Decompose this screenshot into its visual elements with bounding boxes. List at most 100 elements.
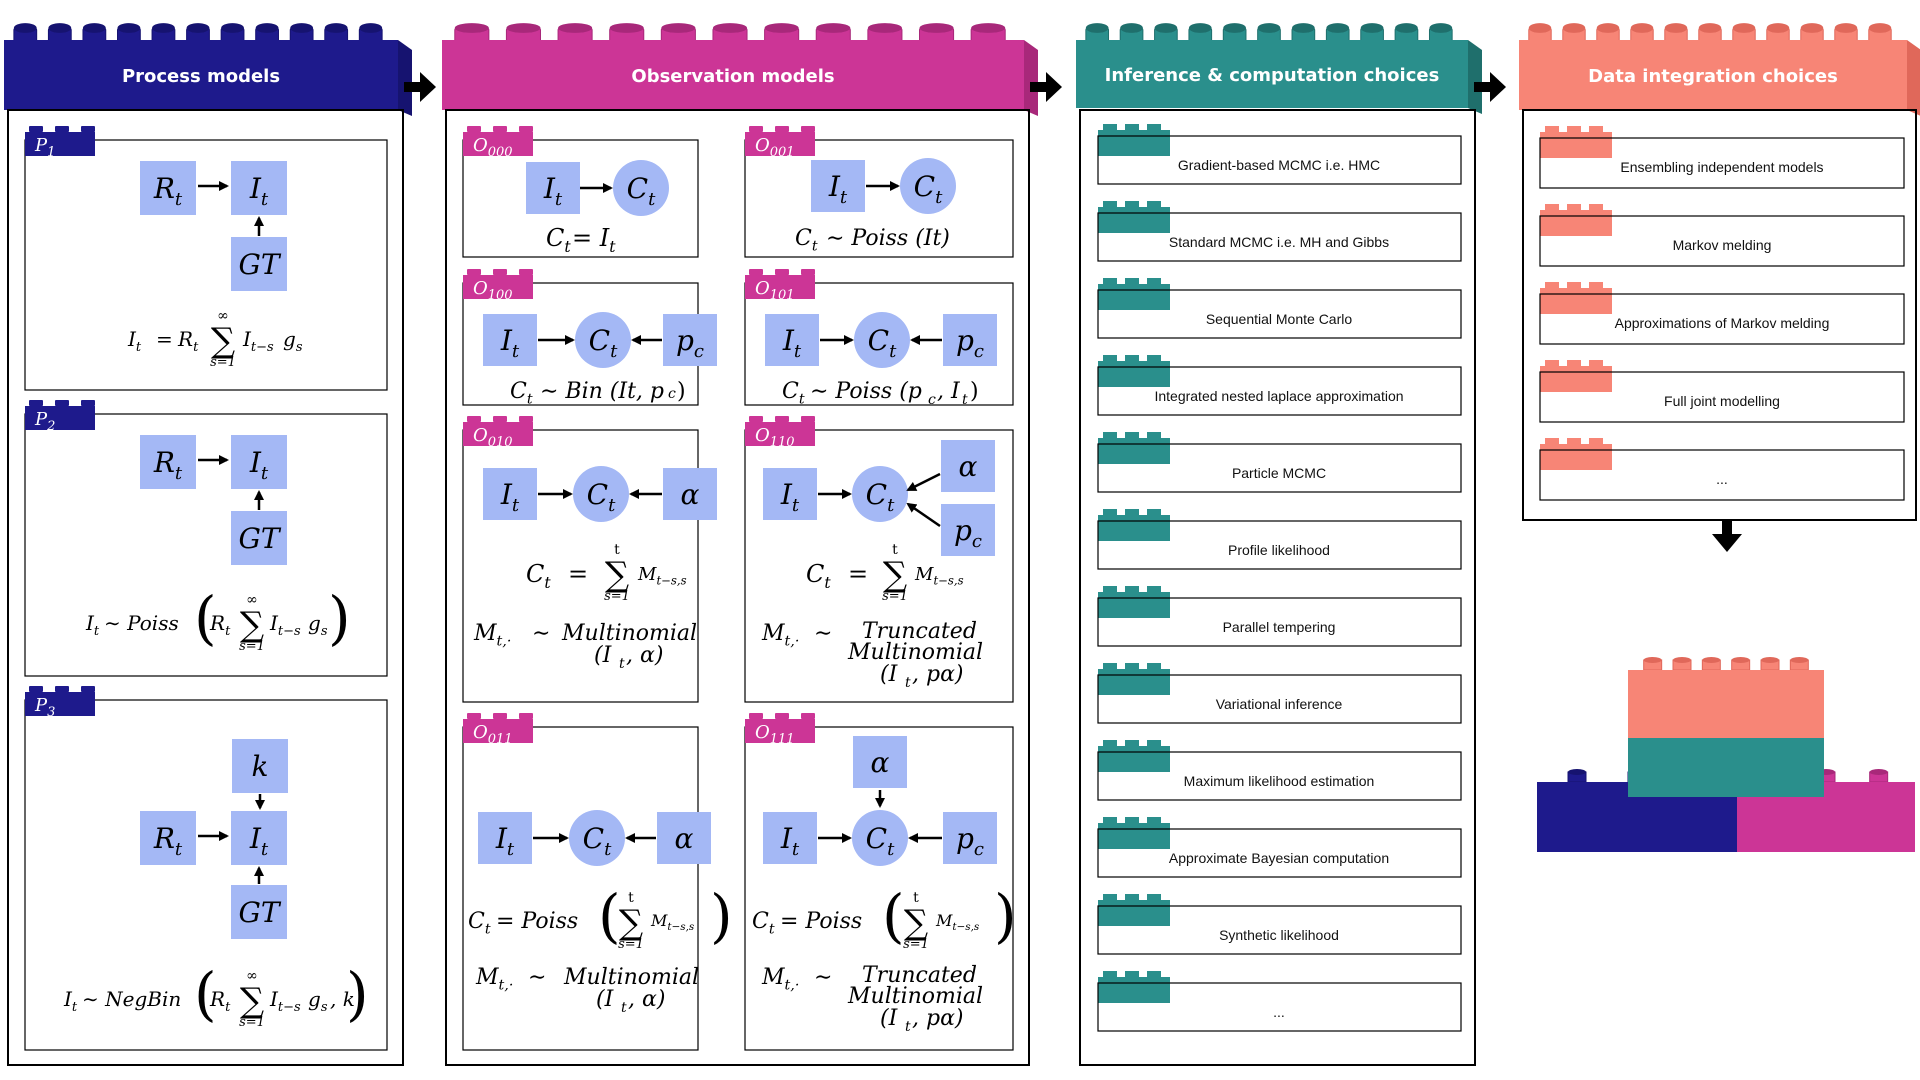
- sum-upper: t: [913, 890, 919, 906]
- node-pc: [943, 314, 997, 366]
- sum-upper: t: [892, 542, 898, 558]
- observation-model-001: O001: [744, 126, 1014, 258]
- lego-stud-top: [1528, 23, 1552, 33]
- lego-stud: [1125, 509, 1139, 515]
- lego-stud: [1147, 586, 1161, 592]
- equation-params: (I: [880, 662, 899, 687]
- equation-rt: Rt: [177, 327, 199, 355]
- lego-stud: [467, 713, 481, 719]
- process-model-3: P3: [24, 686, 388, 1051]
- equation-rhs: ∼ Poiss (p: [810, 379, 922, 404]
- equation-rhs: = It: [572, 224, 616, 256]
- inference-item-label: Integrated nested laplace approximation: [1154, 388, 1403, 404]
- process-model-box: [24, 139, 388, 391]
- equation-m: Mt−s,s: [935, 911, 979, 933]
- lego-stud: [1589, 438, 1603, 444]
- equation-it: , I: [937, 379, 961, 404]
- inference-item: Variational inference: [1097, 663, 1462, 724]
- observation-model-tag: [745, 422, 815, 446]
- sum-upper: ∞: [217, 308, 229, 324]
- lego-stud-top: [1868, 23, 1892, 33]
- lego-stud: [1103, 355, 1117, 361]
- inference-item-label: Maximum likelihood estimation: [1184, 773, 1375, 789]
- lego-stud: [493, 416, 507, 422]
- sum-lower: s=1: [604, 589, 630, 604]
- lego-stud: [1545, 360, 1559, 366]
- node-rt-label: Rt: [153, 172, 183, 210]
- lego-stud: [55, 400, 69, 406]
- paren-right: ): [346, 960, 369, 1028]
- equation-tilde: ∼: [532, 621, 550, 646]
- lego-stud-top: [1790, 657, 1809, 663]
- process-model-tag-label: P2: [34, 409, 55, 434]
- lego-stud: [775, 269, 789, 275]
- stack-inference-brick-body: [1628, 735, 1824, 797]
- node-it-label: It: [828, 170, 848, 208]
- lego-stud: [467, 126, 481, 132]
- lego-stud: [1103, 740, 1117, 746]
- equation-c: Ct: [795, 226, 818, 255]
- equation-c: Ct: [510, 379, 533, 408]
- lego-stud: [1125, 586, 1139, 592]
- lego-stud-top: [1869, 769, 1888, 775]
- integration-header-brick-side: [1907, 40, 1920, 116]
- equation-tilde: ∼: [814, 965, 832, 990]
- lego-stud: [1125, 278, 1139, 284]
- node-it: [765, 314, 819, 366]
- sum-upper: ∞: [246, 968, 258, 984]
- lego-stud-top: [1761, 657, 1779, 663]
- inference-item: ...: [1097, 971, 1462, 1032]
- node-it-label: It: [782, 324, 802, 362]
- observation-model-tag-label: O010: [473, 425, 513, 450]
- equation-g: gs: [308, 611, 328, 639]
- lego-stud-top: [1664, 23, 1688, 33]
- lego-stud-top: [867, 23, 902, 33]
- integration-item-box: [1539, 215, 1905, 267]
- node-ct: [854, 312, 910, 368]
- lego-stud-top: [1292, 23, 1315, 33]
- lego-stud-top: [186, 23, 210, 33]
- lego-stud: [775, 713, 789, 719]
- equation-c: Ct: [526, 560, 551, 592]
- lego-stud: [749, 713, 763, 719]
- integration-item-box: [1539, 371, 1905, 423]
- lego-stud-top: [1596, 23, 1620, 33]
- lego-stud-top: [221, 23, 244, 33]
- equation-lhs: It: [63, 987, 78, 1015]
- lego-brick: [1098, 977, 1170, 1003]
- node-it-label: It: [500, 478, 520, 516]
- lego-stud: [1147, 663, 1161, 669]
- inference-header-brick: [1076, 40, 1468, 108]
- inference-item-box: [1097, 597, 1462, 647]
- lego-stud-top: [712, 23, 748, 33]
- lego-stud-top: [1702, 657, 1721, 663]
- lego-stud: [1545, 204, 1559, 210]
- equation-i: It−s: [269, 611, 301, 639]
- node-rt-label: Rt: [153, 822, 183, 860]
- node-alpha: [657, 812, 711, 864]
- equation-multinomial: Multinomial: [561, 621, 697, 646]
- inference-item-box: [1097, 443, 1462, 493]
- observation-header-brick-side: [1024, 40, 1038, 116]
- lego-stud-top: [1698, 23, 1722, 33]
- node-alpha-label: α: [959, 450, 978, 483]
- inference-item-label: Gradient-based MCMC i.e. HMC: [1178, 157, 1380, 173]
- equation-m2: Mt,·: [473, 621, 511, 650]
- lego-stud-top: [324, 23, 348, 33]
- process-model-1: P1: [24, 126, 388, 391]
- lego-stud: [1147, 894, 1161, 900]
- equation-rt: Rt: [209, 611, 231, 639]
- observation-model-011: O011: [462, 713, 699, 1051]
- inference-header-brick-side: [1468, 40, 1482, 114]
- lego-stud-top: [1673, 657, 1691, 663]
- lego-stud: [1125, 663, 1139, 669]
- observation-model-tag-label: O101: [755, 278, 795, 303]
- inference-item-box: [1097, 982, 1462, 1032]
- lego-stud: [801, 713, 815, 719]
- node-gt-label: GT: [238, 522, 281, 555]
- process-model-tag: [25, 406, 95, 430]
- lego-stud-top: [1395, 23, 1418, 33]
- lego-stud: [1103, 278, 1117, 284]
- observation-header: Observation models: [442, 23, 1038, 116]
